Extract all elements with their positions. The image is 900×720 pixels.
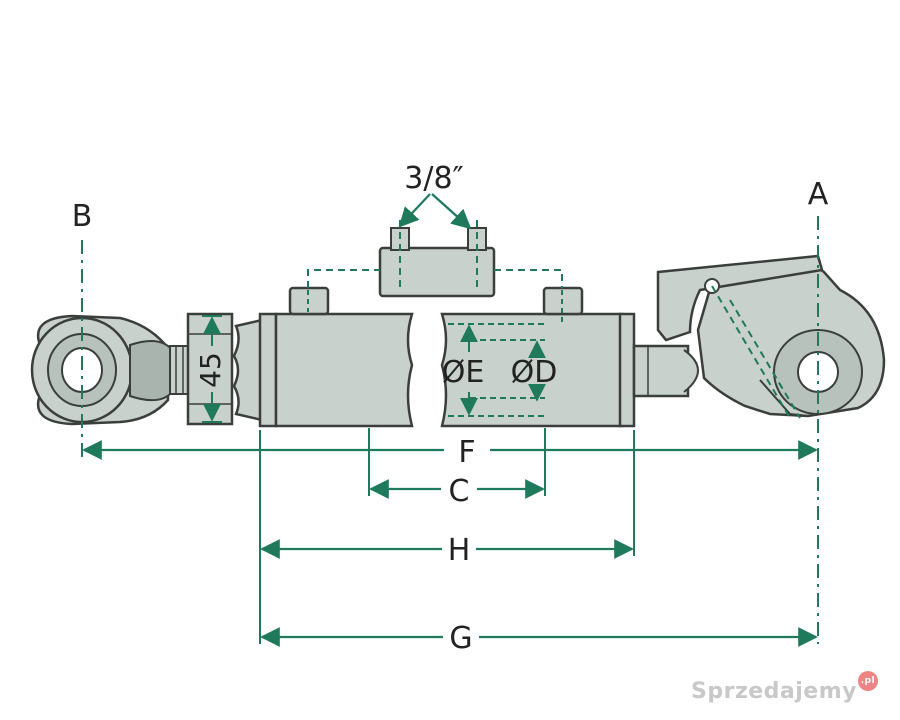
fitting-box	[378, 193, 496, 298]
label-g: G	[449, 621, 472, 656]
thread-size-label: 3/8″	[404, 161, 464, 196]
cylinder-left	[232, 286, 414, 428]
quick-hitch-hook	[656, 254, 886, 419]
cylinder-right	[440, 286, 636, 428]
hose-lines	[307, 269, 563, 322]
label-a: A	[808, 177, 829, 212]
label-f: F	[458, 435, 475, 470]
bore-dimensions	[448, 323, 546, 417]
label-d-diameter: ØD	[511, 355, 558, 390]
watermark-badge: .pl	[858, 671, 878, 691]
label-h: H	[448, 533, 471, 568]
label-c: C	[449, 474, 470, 509]
axis-lines	[81, 216, 819, 644]
label-e-diameter: ØE	[442, 355, 485, 390]
watermark: Sprzedajemy.pl	[691, 671, 878, 704]
label-b: B	[72, 199, 93, 234]
piston-rod	[632, 344, 699, 398]
watermark-brand: Sprzedajemy	[691, 679, 857, 704]
left-ball-joint	[30, 314, 193, 426]
label-width-45: 45	[194, 352, 227, 388]
width-dimension	[202, 315, 222, 423]
